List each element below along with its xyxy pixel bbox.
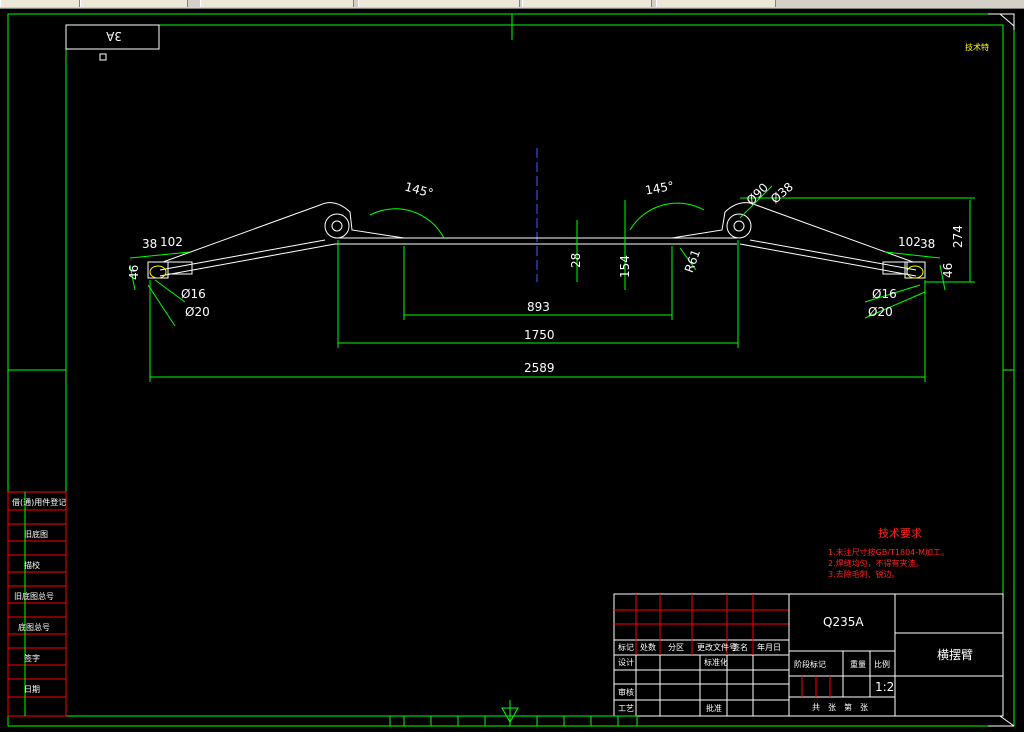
side-label-1: 借(通)用件登记: [12, 497, 66, 507]
toolbar-tab[interactable]: [656, 0, 776, 7]
corner-mark: [988, 715, 1015, 727]
cad-drawing-canvas[interactable]: 3A 技术特: [0, 9, 1024, 732]
dim-154: 154: [618, 255, 632, 278]
tb-material: Q235A: [823, 615, 864, 629]
dim-38-left: 38: [142, 237, 157, 251]
tb-header-2: 处数: [640, 642, 656, 652]
toolbar-tab[interactable]: [0, 0, 80, 7]
dim-dia-16-right: Ø16: [872, 287, 897, 301]
dim-r61: R61: [682, 248, 703, 275]
dim-angle-right: 145°: [644, 179, 675, 198]
tb-scale-value: 1:2: [875, 680, 894, 694]
dim-893: 893: [527, 300, 550, 314]
tb-header-1: 标记: [618, 642, 634, 652]
top-toolbar-strip: [0, 0, 1024, 9]
dim-angle-left: 145°: [403, 180, 435, 201]
dim-dia-90: Ø90: [744, 180, 771, 207]
tb-part-name: 横摆臂: [937, 648, 973, 662]
toolbar-tab[interactable]: [80, 0, 188, 7]
tb-header-6: 年月日: [757, 642, 781, 652]
dim-dia-20-left: Ø20: [185, 305, 210, 319]
dim-274: 274: [951, 225, 965, 248]
dim-1750: 1750: [524, 328, 555, 342]
tb-sheets: 共 张 第 张: [812, 702, 868, 712]
tb-header-4: 更改文件号: [697, 642, 737, 652]
dim-46-left: 46: [127, 265, 141, 280]
tech-req-item-2: 2.焊缝均匀，不得有夹渣。: [828, 558, 924, 568]
tb-header-3: 分区: [668, 643, 684, 652]
dim-dia-38: Ø38: [768, 180, 796, 207]
tb-weight-label: 重量: [850, 659, 866, 669]
tb-process: 工艺: [618, 704, 634, 713]
dim-2589: 2589: [524, 361, 555, 375]
tb-row-design: 设计: [618, 657, 634, 667]
side-label-3: 描校: [24, 560, 40, 570]
dim-dia-20-right: Ø20: [868, 305, 893, 319]
tb-header-5: 签名: [732, 642, 748, 652]
tb-scale-label: 比例: [874, 659, 890, 669]
code-box: [65, 24, 160, 50]
dimension-lines: [129, 185, 975, 382]
corner-mark: [988, 13, 1015, 30]
toolbar-tab[interactable]: [200, 0, 354, 7]
tech-req-item-3: 3.去除毛刺、锐边。: [828, 569, 900, 579]
tb-approve: 批准: [706, 703, 722, 713]
side-label-6: 签字: [24, 653, 40, 663]
bottom-scale-bar: [389, 700, 638, 727]
code-box-text: 3A: [105, 29, 122, 43]
tb-row-standard: 标准化: [704, 657, 728, 667]
left-side-table: [7, 369, 67, 717]
tech-req-title: 技术要求: [878, 527, 922, 540]
side-label-4: 旧底图总号: [14, 591, 54, 601]
top-right-label: 技术特: [965, 42, 989, 52]
side-label-2: 旧底图: [24, 529, 48, 539]
dim-38-right: 38: [920, 237, 935, 251]
dim-28: 28: [569, 253, 583, 268]
toolbar-tab[interactable]: [358, 0, 520, 7]
dim-102-right: 102: [898, 235, 921, 249]
tech-req-item-1: 1.未注尺寸按GB/T1804-M加工。: [828, 547, 949, 557]
tb-stage-label: 阶段标记: [794, 659, 826, 669]
title-block: [613, 593, 1004, 717]
dim-102-left: 102: [160, 235, 183, 249]
swing-arm-part: [147, 202, 926, 279]
small-square-mark: [99, 53, 107, 61]
toolbar-tab[interactable]: [522, 0, 652, 7]
side-label-5: 底图总号: [18, 622, 50, 632]
dim-46-right: 46: [941, 263, 955, 278]
dim-dia-16-left: Ø16: [181, 287, 206, 301]
tb-review: 审核: [618, 687, 634, 697]
side-label-7: 日期: [24, 685, 40, 694]
